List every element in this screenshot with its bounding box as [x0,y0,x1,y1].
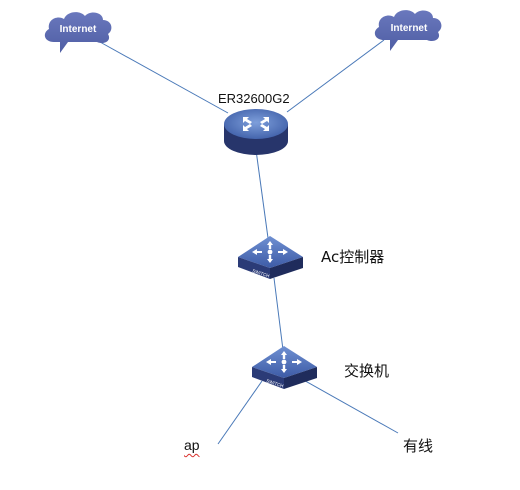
switch-front-right [284,367,317,389]
internet-cloud-right: Internet [374,10,442,52]
link-ac-switch [273,277,284,351]
ac-controller-device: SWITCH [238,236,303,279]
link-switch-wired [299,377,399,434]
router-label: ER32600G2 [218,91,290,106]
ac-front-left [238,257,270,279]
ap-label: ap [184,437,200,453]
switch-device: SWITCH [252,346,317,389]
router-arrows-icon [243,117,269,131]
link-internet-right-router [286,39,385,113]
internet-left-label: Internet [60,24,97,35]
router-top [224,109,288,139]
switch-front-left [252,367,284,389]
link-switch-ap [217,380,263,445]
cloud-icon [44,12,112,54]
switch-arrows-icon [252,241,288,263]
internet-cloud-left: Internet [44,12,112,54]
cloud-icon [374,10,442,52]
router-device [224,109,288,155]
switch-label: 交换机 [344,362,390,380]
link-internet-left-router [99,41,229,114]
wired-label: 有线 [403,437,434,455]
internet-right-label: Internet [391,23,428,34]
switch-arrows-icon [266,351,302,373]
links [99,39,399,445]
ac-front-right [270,257,303,279]
ac-device-text: SWITCH [252,268,270,278]
link-router-ac [255,149,269,239]
ac-controller-label: Ac控制器 [321,248,385,266]
switch-device-text: SWITCH [266,378,284,388]
